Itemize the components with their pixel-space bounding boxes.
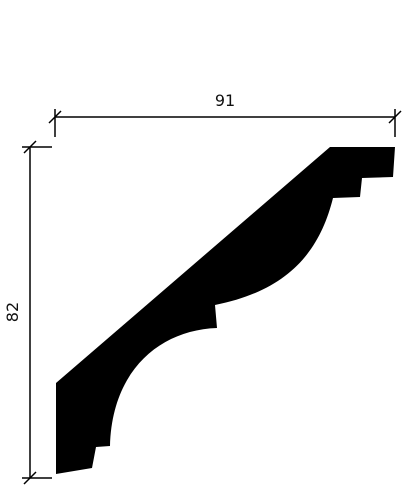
width-tick-left (48, 110, 62, 124)
molding-profile-shape (56, 147, 395, 474)
width-dimension-label: 91 (215, 91, 235, 110)
height-tick-top (23, 140, 37, 154)
width-dimension: 91 (48, 91, 402, 137)
height-dimension-label: 82 (3, 302, 22, 322)
height-dimension: 82 (3, 140, 52, 485)
width-tick-right (388, 110, 402, 124)
height-tick-bottom (23, 471, 37, 485)
